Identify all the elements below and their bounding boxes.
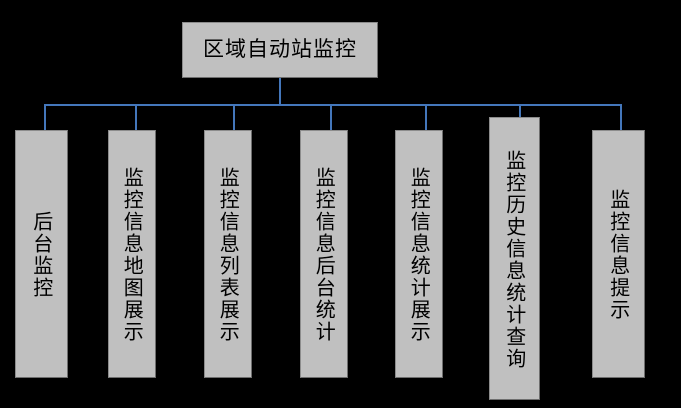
connector-drop-1 (44, 104, 46, 132)
connector-root-stem (279, 78, 281, 105)
child-node-2-label: 监控信息地图展示 (120, 167, 145, 343)
root-node-label: 区域自动站监控 (203, 37, 357, 62)
connector-drop-6 (519, 104, 521, 119)
child-node-5[interactable]: 监控信息统计展示 (395, 130, 443, 378)
child-node-7[interactable]: 监控信息提示 (592, 130, 645, 378)
child-node-1[interactable]: 后台监控 (15, 130, 68, 378)
connector-drop-7 (620, 104, 622, 132)
child-node-1-label: 后台监控 (29, 211, 54, 299)
connector-drop-5 (425, 104, 427, 132)
child-node-5-label: 监控信息统计展示 (407, 167, 432, 343)
child-node-2[interactable]: 监控信息地图展示 (108, 130, 156, 378)
connector-drop-4 (330, 104, 332, 132)
child-node-4-label: 监控信息后台统计 (312, 167, 337, 343)
child-node-6[interactable]: 监控历史信息统计查询 (489, 117, 540, 400)
connector-drop-2 (135, 104, 137, 132)
root-node[interactable]: 区域自动站监控 (182, 22, 378, 78)
child-node-6-label: 监控历史信息统计查询 (502, 149, 527, 370)
child-node-7-label: 监控信息提示 (606, 189, 631, 321)
connector-bus (44, 104, 622, 106)
child-node-3-label: 监控信息列表展示 (216, 167, 241, 343)
child-node-4[interactable]: 监控信息后台统计 (300, 130, 348, 378)
child-node-3[interactable]: 监控信息列表展示 (204, 130, 252, 378)
connector-drop-3 (233, 104, 235, 132)
